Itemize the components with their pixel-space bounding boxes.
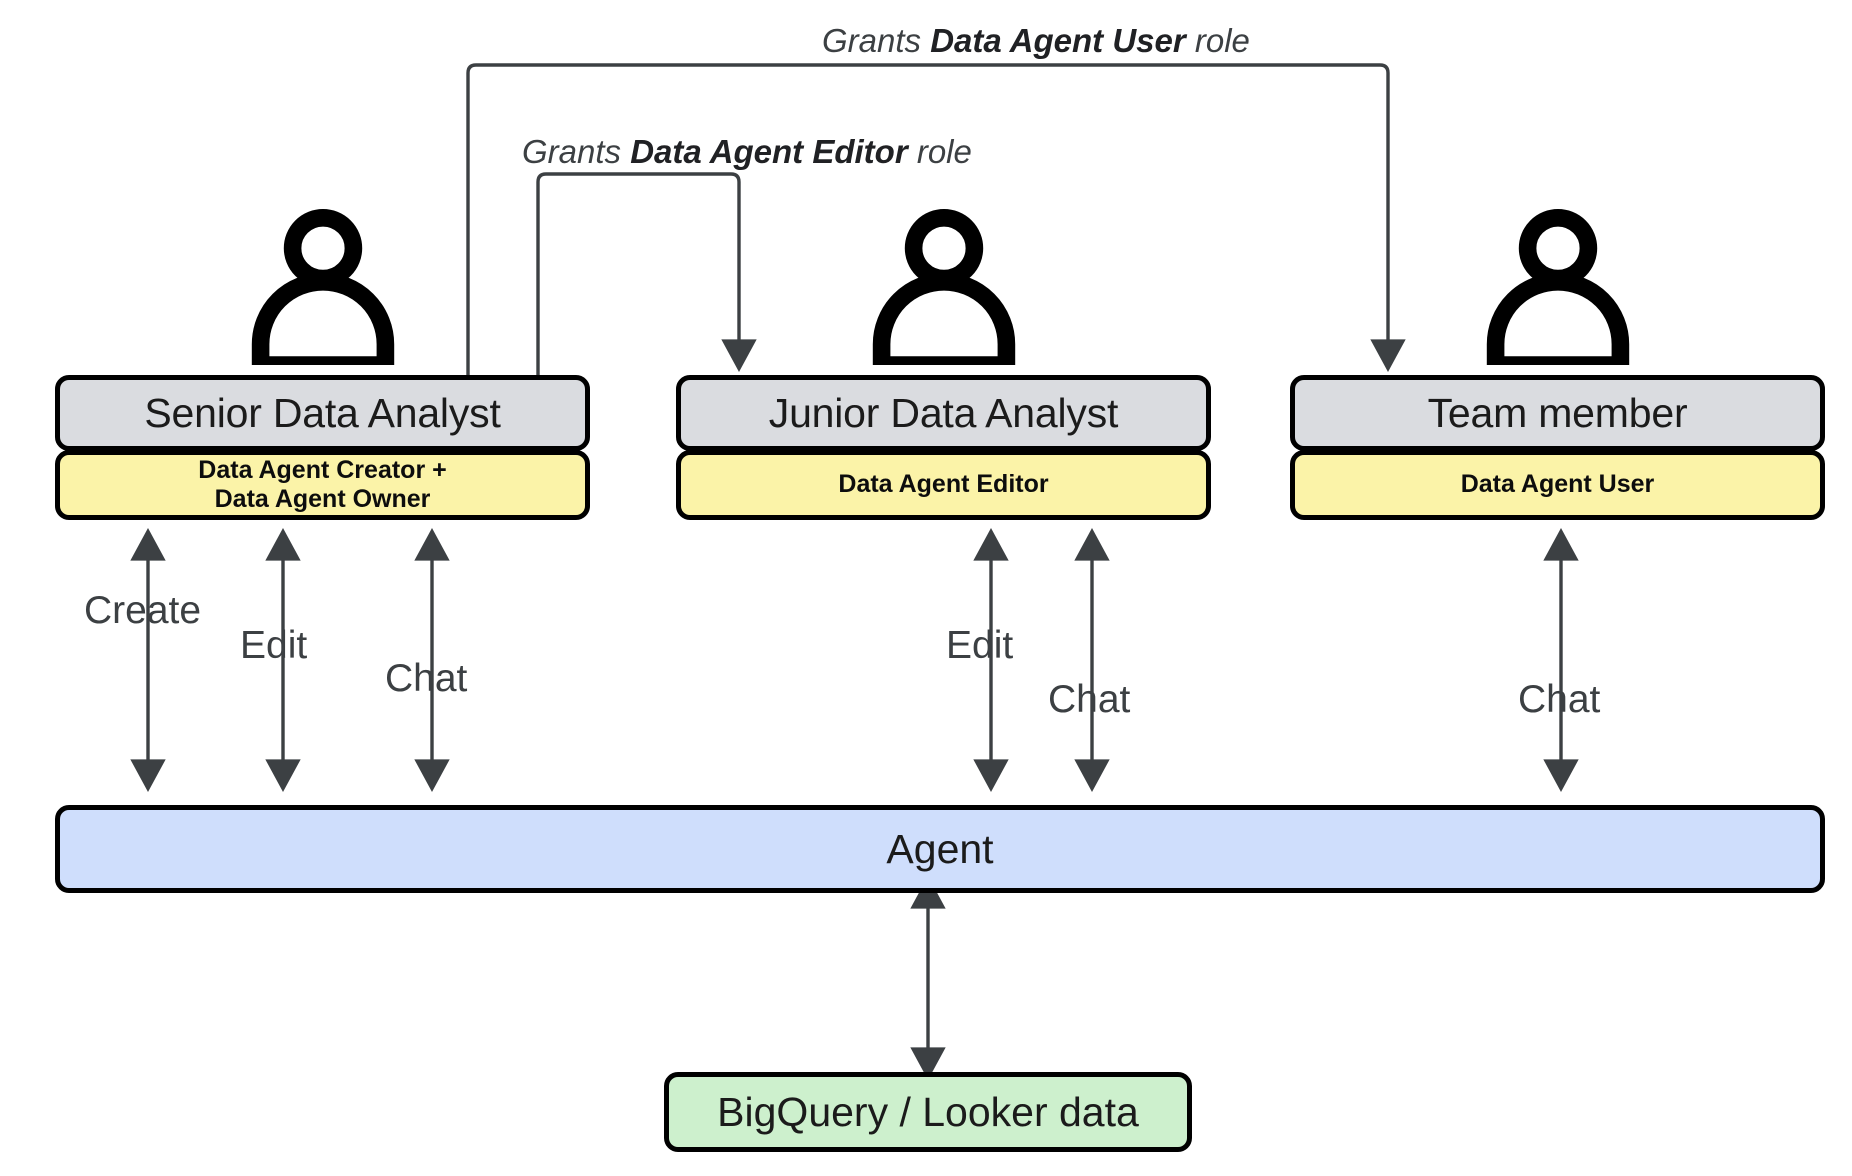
flow-label-chat-team: Chat — [1518, 678, 1601, 721]
role-title-junior-label: Junior Data Analyst — [768, 389, 1119, 436]
flow-label-edit-junior: Edit — [946, 624, 1014, 667]
grant-label-editor: Grants Data Agent Editor role — [522, 133, 972, 171]
data-source-label: BigQuery / Looker data — [717, 1088, 1139, 1135]
role-title-junior[interactable]: Junior Data Analyst — [676, 375, 1211, 451]
grant-editor-connector — [536, 172, 757, 376]
permission-senior-line2: Data Agent Owner — [214, 485, 431, 513]
permission-badge-junior[interactable]: Data Agent Editor — [676, 450, 1211, 520]
permission-senior-line1: Data Agent Creator + — [198, 455, 447, 484]
grant-label-user: Grants Data Agent User role — [822, 22, 1250, 60]
permission-team-line1: Data Agent User — [1460, 470, 1655, 499]
flow-label-chat-senior: Chat — [385, 657, 468, 700]
flow-label-chat-junior: Chat — [1048, 678, 1131, 721]
person-icon — [872, 209, 1015, 365]
person-icon — [1486, 209, 1629, 365]
role-title-team-member[interactable]: Team member — [1290, 375, 1825, 451]
grant-editor-prefix: Grants — [522, 133, 631, 170]
data-source-node[interactable]: BigQuery / Looker data — [664, 1072, 1192, 1152]
agent-node[interactable]: Agent — [55, 805, 1825, 893]
permission-badge-team-member[interactable]: Data Agent User — [1290, 450, 1825, 520]
flow-label-edit-senior: Edit — [240, 624, 308, 667]
role-title-senior[interactable]: Senior Data Analyst — [55, 375, 590, 451]
flow-label-create: Create — [84, 589, 202, 632]
grant-user-role: Data Agent User — [930, 22, 1186, 59]
permission-badge-senior[interactable]: Data Agent Creator + Data Agent Owner — [55, 450, 590, 520]
role-title-team-member-label: Team member — [1427, 389, 1688, 436]
person-icon — [251, 209, 394, 365]
grant-user-suffix: role — [1185, 22, 1250, 59]
agent-label: Agent — [886, 825, 994, 872]
role-title-senior-label: Senior Data Analyst — [144, 389, 501, 436]
grant-user-prefix: Grants — [822, 22, 931, 59]
grant-editor-suffix: role — [907, 133, 972, 170]
permission-junior-line1: Data Agent Editor — [838, 470, 1049, 499]
grant-editor-role: Data Agent Editor — [630, 133, 908, 170]
